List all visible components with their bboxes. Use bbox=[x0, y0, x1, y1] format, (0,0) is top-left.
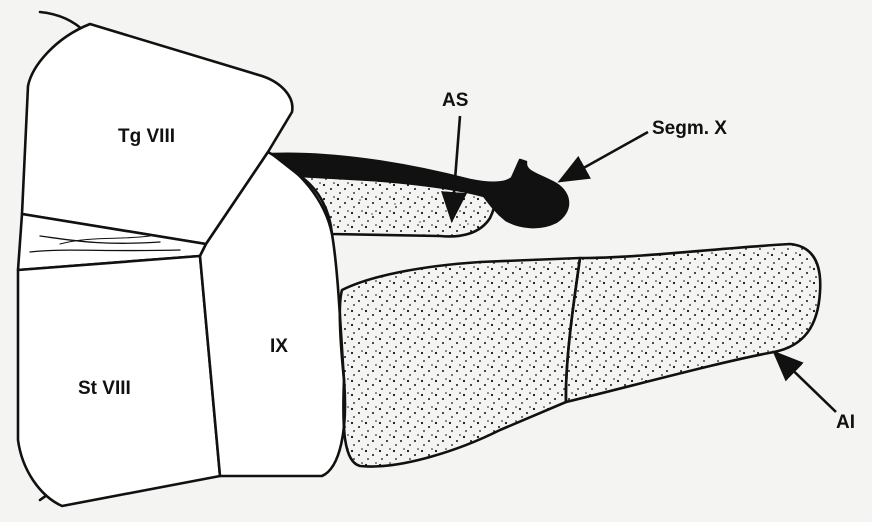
label-tg-viii: Tg VIII bbox=[118, 126, 175, 147]
label-ai: AI bbox=[836, 412, 855, 433]
appendix-inferior-base bbox=[340, 258, 580, 467]
arrow-segm-x bbox=[562, 132, 648, 180]
appendix-inferior-tip bbox=[566, 244, 820, 402]
label-as: AS bbox=[442, 90, 468, 111]
label-ix: IX bbox=[270, 336, 288, 357]
label-segm-x: Segm. X bbox=[652, 118, 727, 139]
arrow-ai bbox=[776, 354, 836, 412]
label-st-viii: St VIII bbox=[78, 378, 131, 399]
